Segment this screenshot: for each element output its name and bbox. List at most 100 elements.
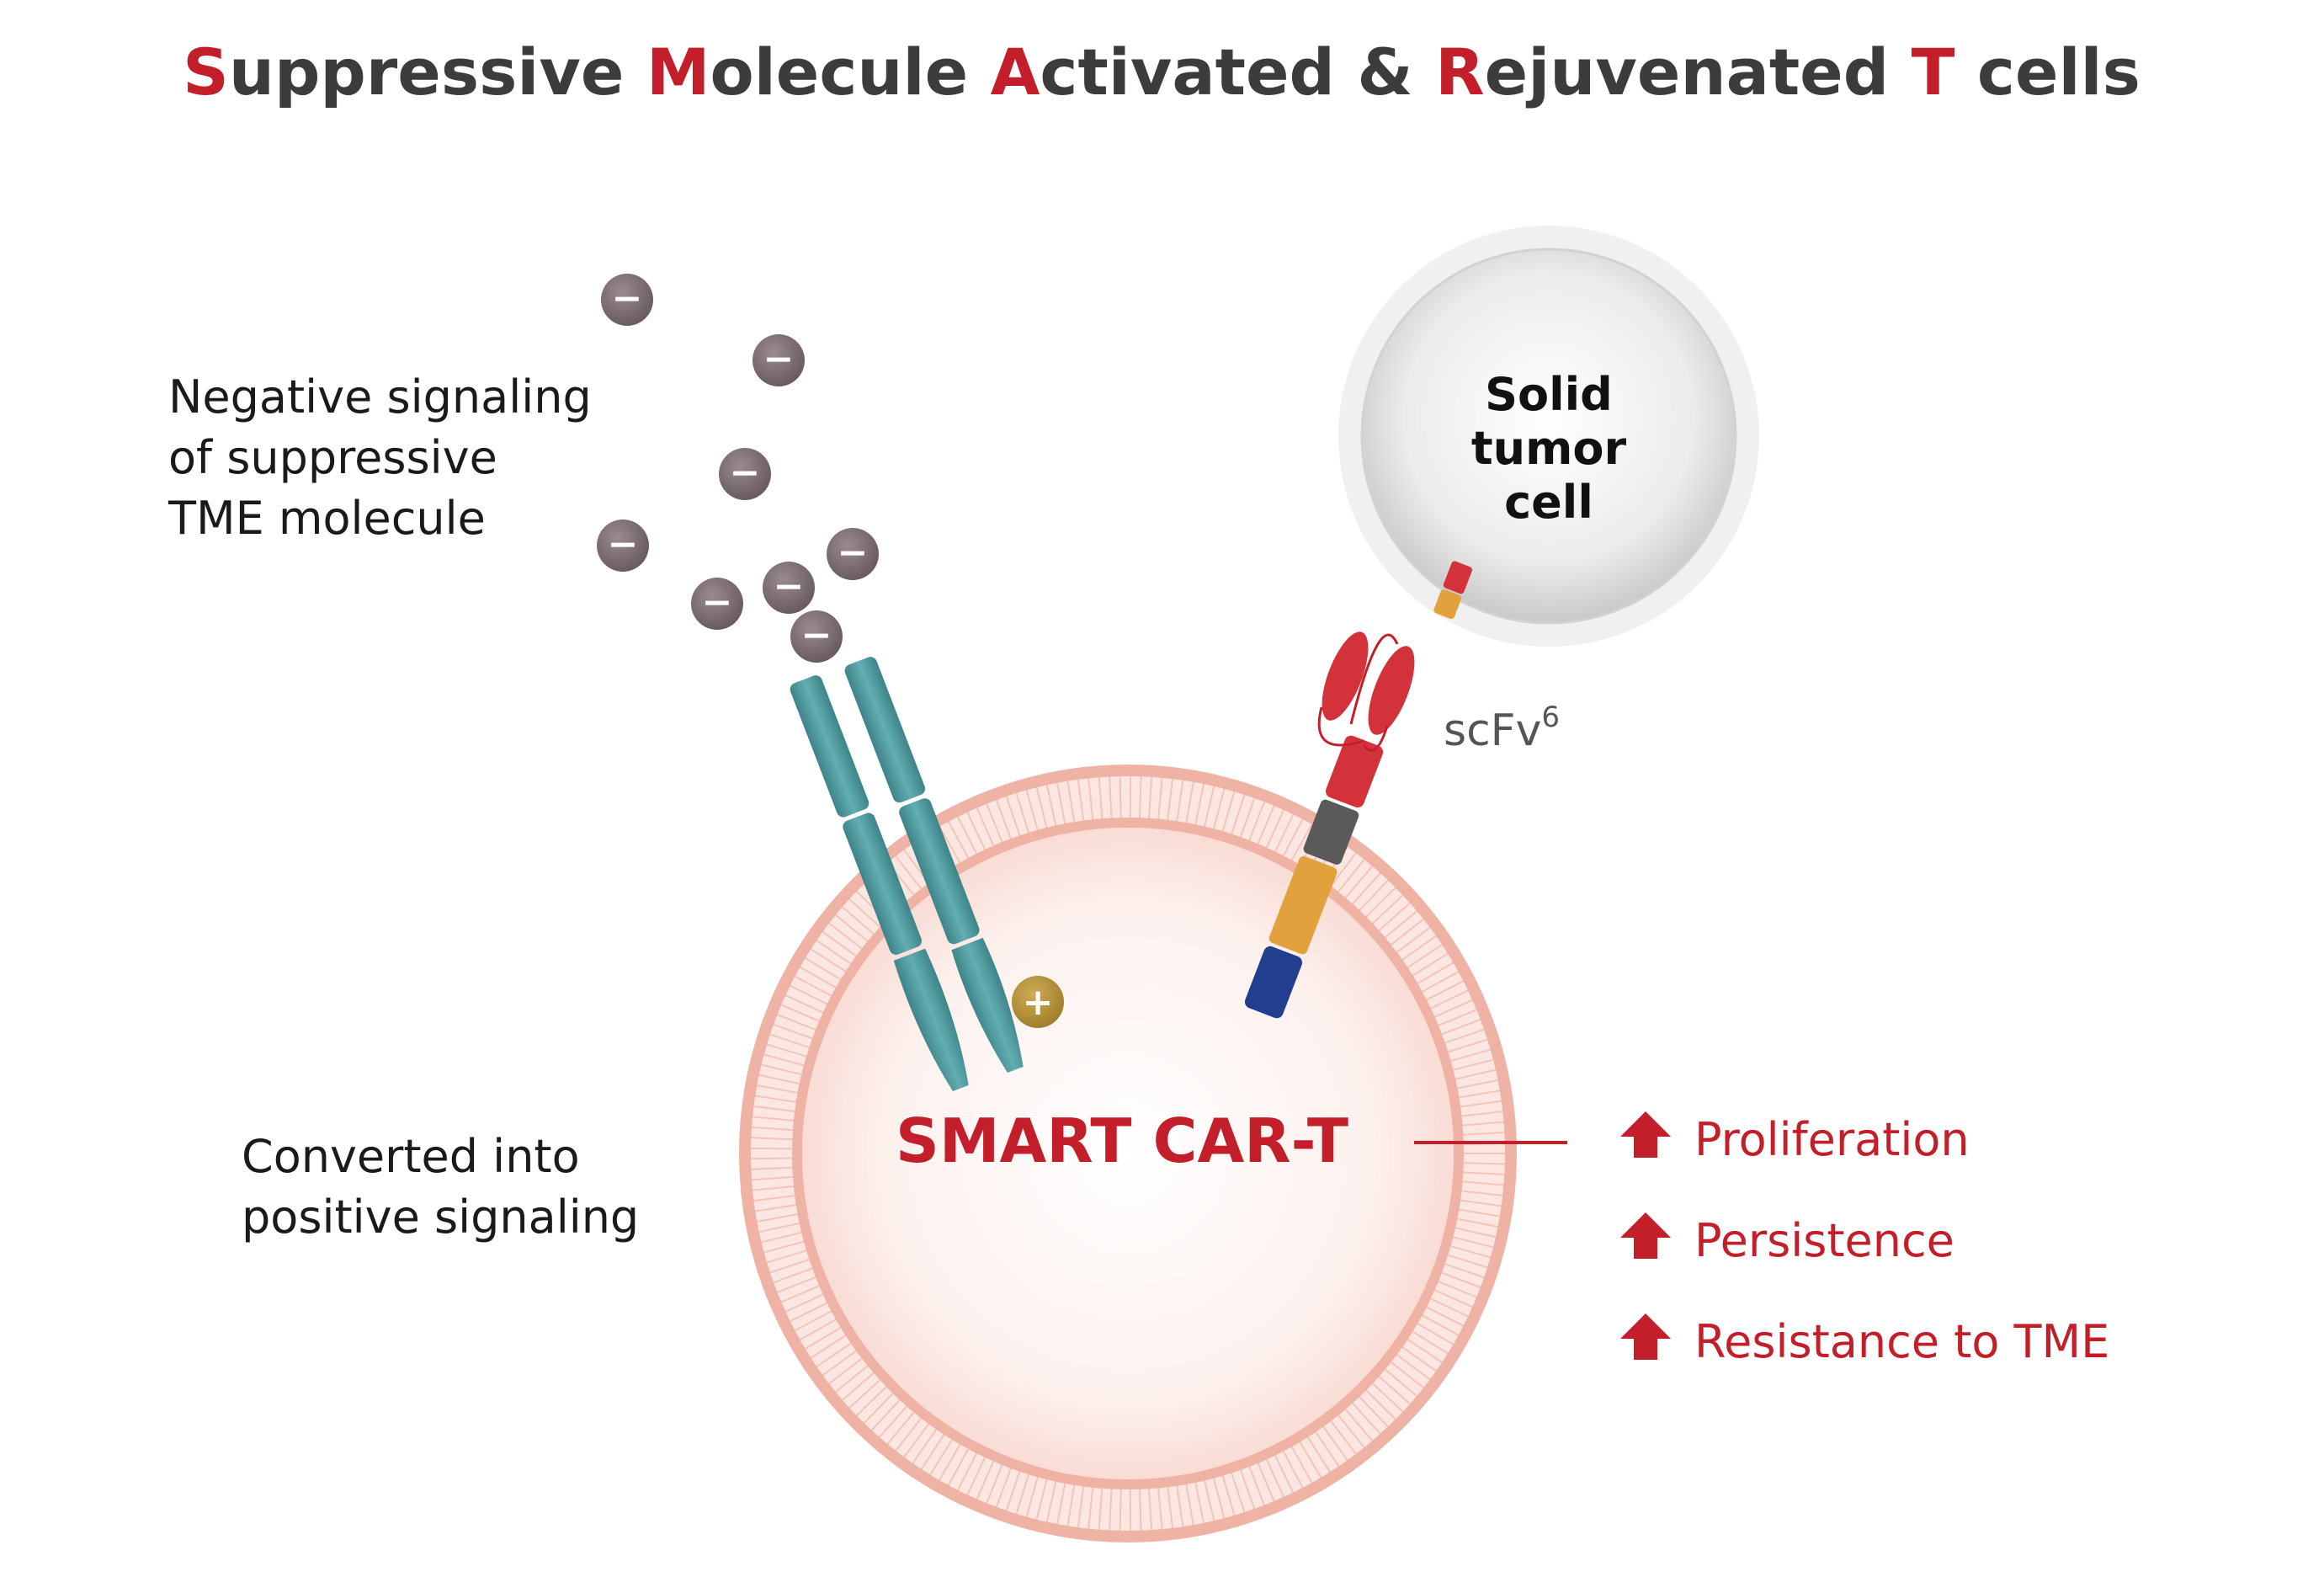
lipid-tail [1461,1121,1506,1127]
lipid-tail [788,984,828,1005]
lipid-tail [1087,1486,1094,1531]
lipid-tail [1371,893,1405,925]
lipid-tail [1396,925,1432,954]
negative-molecule: − [601,274,653,326]
negative-molecule: − [719,448,771,500]
lipid-tail [1035,786,1048,829]
lipid-tail [1274,812,1295,853]
lipid-tail [1045,1480,1057,1524]
lipid-tail [757,1074,800,1085]
lipid-tail [1447,1254,1490,1270]
lipid-tail [1461,1180,1506,1186]
lipid-tail [1444,1262,1486,1279]
lipid-tail [877,1404,908,1440]
lipid-tail [752,1105,796,1113]
lipid-tail [1351,871,1382,905]
up-arrow-icon [1620,1212,1671,1259]
lipid-tail [809,1334,847,1360]
lipid-tail [1364,1388,1398,1421]
lipid-tail [775,1276,817,1294]
lipid-tail [1421,970,1460,994]
car-t-label: SMART CAR-T [896,1105,1348,1176]
lipid-tail [1066,1484,1076,1528]
lipid-tail [1282,817,1305,857]
lipid-tail [1406,1338,1444,1364]
lipid-tail [827,1357,864,1386]
lipid-tail [1025,788,1039,831]
lipid-tail [752,1194,796,1202]
lipid-tail [833,913,870,943]
lipid-tail [1406,943,1444,969]
minus-sign: − [702,581,733,624]
lipid-tail [1265,807,1285,849]
scfv-domain-right [1368,646,1415,735]
lipid-tail [1306,1436,1332,1474]
minus-sign: − [763,338,795,381]
lipid-tail [751,1116,795,1122]
lipid-tail [1371,1382,1405,1414]
minus-sign: − [801,614,832,657]
lipid-tail [793,974,833,998]
lipid-tail [749,1147,794,1150]
negative-molecules: −−−−−−−− [597,274,879,663]
lipid-tail [757,1222,800,1233]
lipid-tail [1425,1306,1465,1328]
lipid-tail [1239,1468,1256,1511]
lipid-tail [1440,1271,1483,1289]
lipid-tail [1203,784,1215,828]
lipid-tail [1462,1171,1507,1176]
lipid-tail [750,1175,795,1181]
lipid-tail [1194,781,1205,826]
lipid-tail [1460,1190,1505,1197]
lipid-tail [1077,1485,1085,1530]
lipid-tail [1377,1375,1412,1406]
converted-line-2: positive signaling [242,1191,639,1244]
lipid-tail [1416,961,1455,985]
lipid-tail [1231,1472,1247,1515]
lipid-tail [1025,1476,1039,1519]
lipid-tail [1452,1236,1496,1249]
lipid-tail [975,1460,995,1501]
lipid-tail [956,814,978,855]
tumor-cell-label-line-3: cell [1504,476,1593,529]
lipid-tail [1337,1414,1366,1450]
lipid-tail [1440,1018,1483,1036]
lipid-tail [1077,777,1085,822]
lipid-tail [975,806,995,847]
lipid-tail [827,921,864,950]
title-accent-letter: R [1435,35,1485,109]
lipid-tail [821,930,858,957]
lipid-tail [1109,1488,1113,1532]
lipid-tail [1157,1487,1163,1532]
lipid-tail [798,1318,838,1342]
lipid-tail [1433,1288,1475,1308]
lipid-tail [1429,1297,1470,1319]
lipid-tail [1098,775,1104,820]
lipid-tail [870,1399,901,1432]
lipid-tail [1411,951,1450,977]
lipid-tail [1138,1488,1142,1532]
lipid-tail [768,1258,811,1274]
lipid-tail [755,1084,799,1095]
lipid-tail [1337,857,1366,893]
title-text-segment: uppressive [229,35,646,109]
minus-sign: − [774,565,805,608]
lipid-tail [965,1456,987,1497]
converted-label: Converted into positive signaling [242,1130,639,1244]
lipid-tail [1282,1450,1305,1490]
lipid-tail [771,1023,814,1040]
converted-line-1: Converted into [242,1130,580,1183]
lipid-tail [809,947,847,973]
lipid-tail [793,1309,833,1333]
lipid-tail [788,1302,828,1323]
lipid-tail [1147,775,1153,819]
lipid-tail [764,1249,808,1265]
lipid-tail [965,810,987,851]
lipid-tail [1176,778,1184,823]
lipid-tail [1433,999,1475,1019]
lipid-tail [1221,790,1236,833]
lipid-tail [1454,1068,1498,1080]
lipid-tail [1257,1462,1276,1504]
lipid-tail [1014,1473,1030,1516]
